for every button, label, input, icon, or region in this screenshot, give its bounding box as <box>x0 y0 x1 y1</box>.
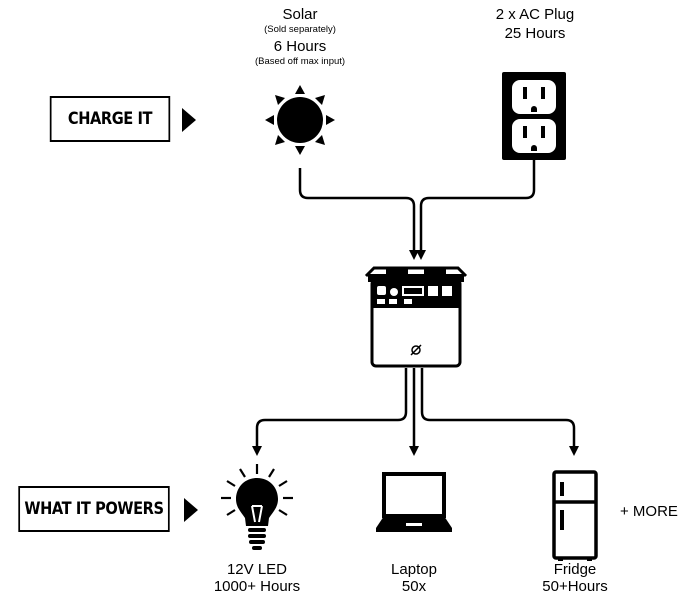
device-fridge-name: Fridge <box>553 561 597 578</box>
charge-it-label: CHARGE IT <box>67 109 153 129</box>
solar-title: Solar <box>282 6 318 23</box>
device-led-label: 12V LED 1000+ Hours <box>187 561 327 596</box>
laptop-icon <box>376 472 452 532</box>
sun-icon <box>265 85 335 155</box>
solar-sub: (Based off max input) <box>254 56 346 68</box>
device-laptop-name: Laptop <box>391 561 437 578</box>
solar-note: (Sold separately) <box>264 24 336 36</box>
light-bulb-icon <box>221 464 293 550</box>
arrow-ac-in <box>416 250 426 260</box>
device-fridge-label: Fridge 50+Hours <box>515 561 635 596</box>
ac-outlet-icon <box>502 72 566 160</box>
charge-it-tag: CHARGE IT <box>49 96 171 142</box>
what-it-powers-tag: WHAT IT POWERS <box>18 486 170 532</box>
ac-hours: 25 Hours <box>504 25 566 43</box>
device-led-name: 12V LED <box>226 561 288 578</box>
ac-label-block: 2 x AC Plug 25 Hours <box>450 6 620 43</box>
more-label: + MORE <box>620 503 678 520</box>
what-it-powers-label: WHAT IT POWERS <box>24 499 164 519</box>
arrow-fridge-out <box>569 446 579 456</box>
what-it-powers-arrow <box>184 498 198 522</box>
device-fridge-value: 50+Hours <box>542 578 608 596</box>
arrow-led-out <box>252 446 262 456</box>
device-led-value: 1000+ Hours <box>213 578 301 596</box>
arrow-laptop-out <box>409 446 419 456</box>
device-laptop-value: 50x <box>401 578 427 596</box>
solar-label-block: Solar (Sold separately) 6 Hours (Based o… <box>210 6 390 68</box>
power-station-icon <box>364 266 468 368</box>
fridge-icon <box>552 470 598 561</box>
device-laptop-label: Laptop 50x <box>354 561 474 596</box>
charge-it-arrow <box>182 108 196 132</box>
ac-title: 2 x AC Plug <box>495 6 575 23</box>
arrow-solar-in <box>409 250 419 260</box>
solar-hours: 6 Hours <box>273 38 327 56</box>
